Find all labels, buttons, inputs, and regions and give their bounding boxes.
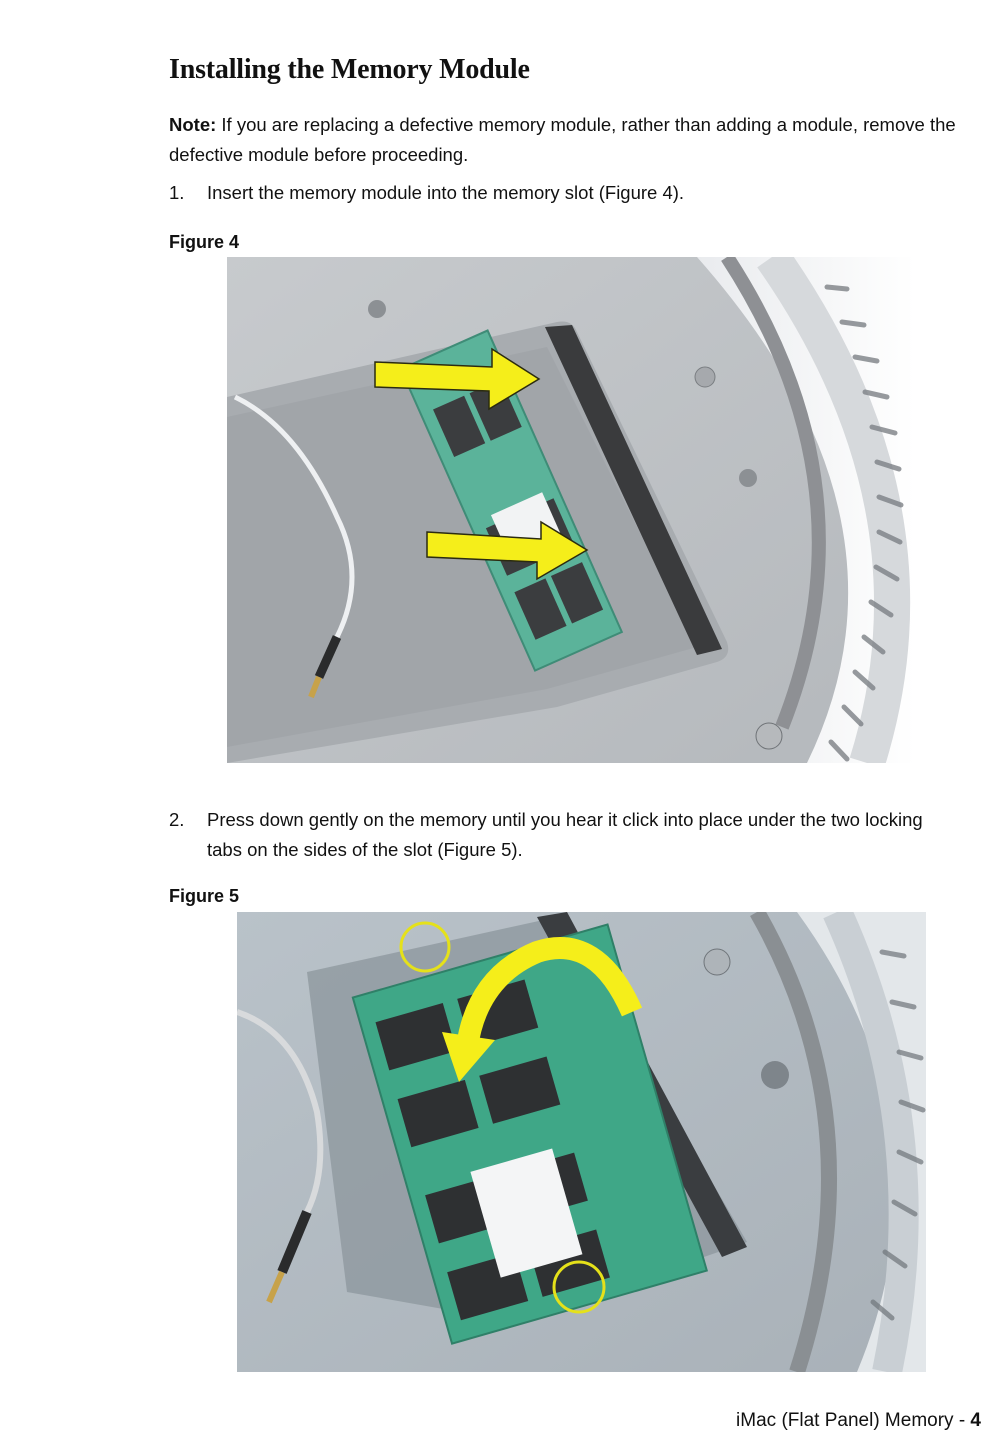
page-footer: iMac (Flat Panel) Memory - 4 [736, 1410, 981, 1432]
step-number: 2. [169, 809, 185, 830]
figure-4-illustration [227, 257, 915, 763]
footer-title: iMac (Flat Panel) Memory - [736, 1410, 971, 1431]
figure-5-label: Figure 5 [169, 886, 240, 906]
note-label: Note: [169, 114, 217, 135]
page-number: 4 [970, 1410, 981, 1431]
figure-4-photo [227, 257, 915, 763]
note-text: If you are replacing a defective memory … [169, 114, 956, 165]
page-title: Installing the Memory Module [169, 54, 530, 85]
step-text: Insert the memory module into the memory… [207, 182, 685, 203]
note-paragraph: Note: If you are replacing a defective m… [169, 110, 959, 170]
step-text: Press down gently on the memory until yo… [207, 809, 923, 860]
step-1: 1. Insert the memory module into the mem… [169, 178, 959, 208]
figure-4-label: Figure 4 [169, 232, 240, 252]
step-2: 2. Press down gently on the memory until… [169, 805, 959, 865]
figure-5-photo [237, 912, 926, 1372]
figure-5-illustration [237, 912, 926, 1372]
step-number: 1. [169, 182, 185, 203]
